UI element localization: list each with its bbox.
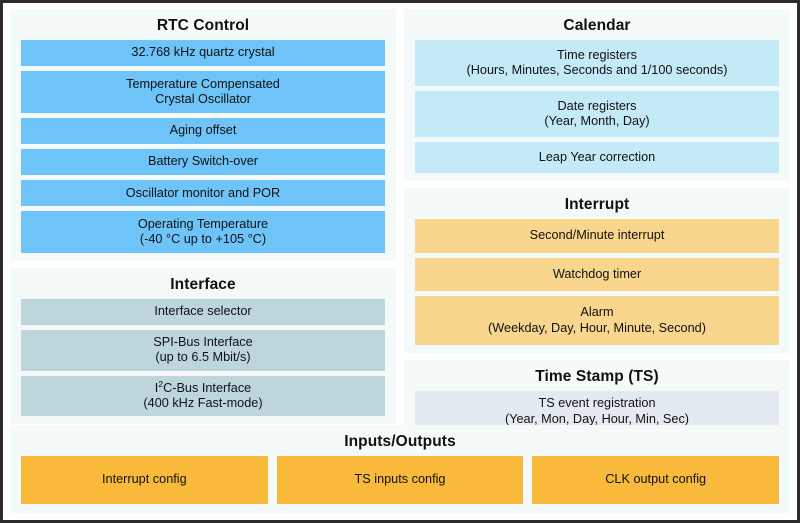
block-i2c-bus-interface: I2C-Bus Interface (400 kHz Fast-mode)	[21, 375, 385, 417]
left-column: RTC Control 32.768 kHz quartz crystal Te…	[10, 9, 396, 425]
block-list-interface: Interface selector SPI-Bus Interface (up…	[21, 299, 385, 417]
right-column: Calendar Time registers (Hours, Minutes,…	[404, 9, 790, 441]
block-line-1: 32.768 kHz quartz crystal	[131, 45, 275, 60]
panel-title-interface: Interface	[170, 276, 236, 293]
block-line-1: CLK output config	[605, 472, 707, 487]
block-line-2: (Weekday, Day, Hour, Minute, Second)	[488, 320, 706, 335]
block-line-2: (up to 6.5 Mbit/s)	[155, 350, 251, 365]
block-line-1: TS inputs config	[354, 472, 446, 487]
panel-title-calendar: Calendar	[563, 17, 631, 34]
block-second-minute-interrupt: Second/Minute interrupt	[415, 219, 779, 253]
panel-title-interrupt: Interrupt	[564, 196, 630, 213]
block-line-1: I2C-Bus Interface	[154, 378, 252, 395]
block-list-rtc-control: 32.768 kHz quartz crystal Temperature Co…	[21, 40, 385, 254]
block-quartz-crystal: 32.768 kHz quartz crystal	[21, 40, 385, 67]
block-line-1: Operating Temperature	[137, 216, 269, 231]
block-line-1: Interrupt config	[102, 472, 187, 487]
block-list-calendar: Time registers (Hours, Minutes, Seconds …	[415, 40, 779, 173]
block-line-1: Alarm	[580, 305, 614, 320]
block-line-1: Leap Year correction	[538, 149, 656, 164]
block-interrupt-config: Interrupt config	[21, 456, 268, 504]
block-spi-bus-interface: SPI-Bus Interface (up to 6.5 Mbit/s)	[21, 329, 385, 371]
block-line-2: (Hours, Minutes, Seconds and 1/100 secon…	[466, 63, 728, 78]
block-date-registers: Date registers (Year, Month, Day)	[415, 91, 779, 138]
block-battery-switch-over: Battery Switch-over	[21, 149, 385, 176]
block-oscillator-monitor-por: Oscillator monitor and POR	[21, 180, 385, 207]
block-line-2: (Year, Mon, Day, Hour, Min, Sec)	[504, 411, 690, 426]
block-leap-year-correction: Leap Year correction	[415, 142, 779, 173]
block-line-1: Interface selector	[154, 304, 252, 319]
block-line-1: Second/Minute interrupt	[529, 228, 665, 243]
panel-interrupt: Interrupt Second/Minute interrupt Watchd…	[404, 188, 790, 353]
block-operating-temperature: Operating Temperature (-40 °C up to +105…	[21, 211, 385, 254]
panel-title-time-stamp: Time Stamp (TS)	[535, 368, 659, 385]
block-tcxo: Temperature Compensated Crystal Oscillat…	[21, 71, 385, 113]
block-line-1: Oscillator monitor and POR	[125, 185, 281, 200]
panel-title-inputs-outputs: Inputs/Outputs	[344, 433, 456, 450]
block-ts-inputs-config: TS inputs config	[276, 456, 524, 504]
block-interface-selector: Interface selector	[21, 299, 385, 325]
block-aging-offset: Aging offset	[21, 117, 385, 145]
diagram-columns: RTC Control 32.768 kHz quartz crystal Te…	[10, 9, 790, 441]
block-line-1: Time registers	[557, 47, 637, 62]
block-time-registers: Time registers (Hours, Minutes, Seconds …	[415, 40, 779, 87]
block-clk-output-config: CLK output config	[532, 456, 780, 504]
panel-title-rtc-control: RTC Control	[156, 17, 250, 34]
block-list-inputs-outputs: Interrupt config TS inputs config CLK ou…	[21, 456, 780, 504]
panel-rtc-control: RTC Control 32.768 kHz quartz crystal Te…	[10, 9, 396, 261]
block-line-1: Battery Switch-over	[148, 154, 258, 169]
block-line-2: (400 kHz Fast-mode)	[143, 395, 263, 410]
block-alarm: Alarm (Weekday, Day, Hour, Minute, Secon…	[415, 296, 779, 345]
block-line-1: Aging offset	[169, 123, 237, 138]
panel-calendar: Calendar Time registers (Hours, Minutes,…	[404, 9, 790, 181]
block-line-1: Date registers	[557, 98, 637, 113]
panel-inputs-outputs: Inputs/Outputs Interrupt config TS input…	[10, 425, 790, 513]
block-line-2: (-40 °C up to +105 °C)	[139, 232, 267, 247]
block-line-2: Crystal Oscillator	[155, 92, 251, 107]
block-line-2: (Year, Month, Day)	[544, 114, 650, 129]
block-line-1: Watchdog timer	[552, 266, 642, 281]
block-list-interrupt: Second/Minute interrupt Watchdog timer A…	[415, 219, 779, 345]
block-line-1: Temperature Compensated	[126, 76, 280, 91]
block-line-1: SPI-Bus Interface	[153, 334, 253, 349]
block-watchdog-timer: Watchdog timer	[415, 257, 779, 292]
block-line-1: TS event registration	[538, 396, 656, 411]
panel-interface: Interface Interface selector SPI-Bus Int…	[10, 268, 396, 425]
